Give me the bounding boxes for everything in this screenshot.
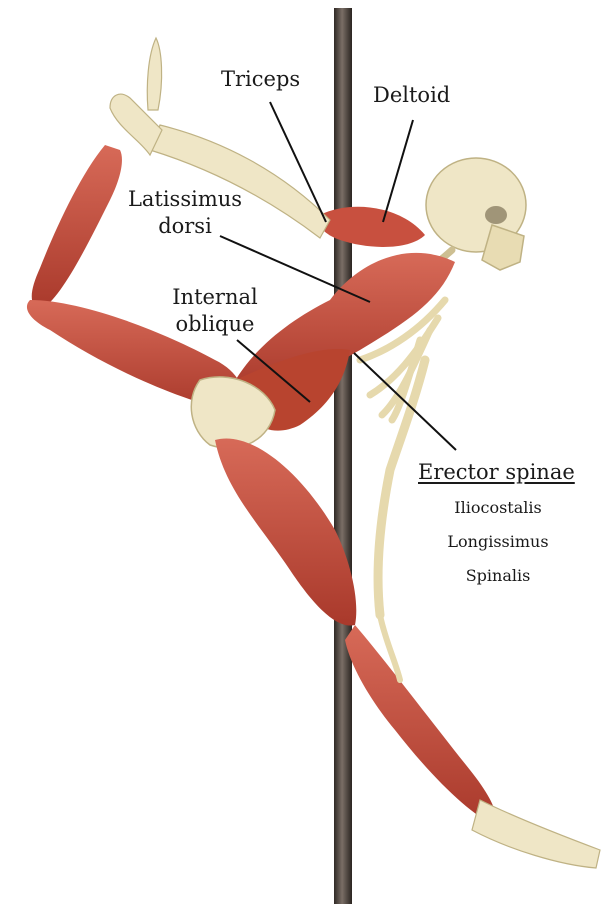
label-spinalis: Spinalis bbox=[428, 566, 568, 585]
label-erector-spinae: Erector spinae bbox=[418, 459, 575, 485]
label-longissimus: Longissimus bbox=[428, 532, 568, 551]
foot bbox=[472, 800, 600, 868]
front-calf bbox=[345, 625, 496, 825]
label-internal-oblique-line1: Internal bbox=[145, 284, 285, 310]
label-latissimus-line2: dorsi bbox=[115, 213, 255, 239]
label-latissimus-line1: Latissimus bbox=[115, 186, 255, 212]
skull bbox=[426, 158, 526, 270]
label-triceps: Triceps bbox=[221, 66, 300, 92]
label-internal-oblique-line2: oblique bbox=[145, 311, 285, 337]
hand bbox=[110, 38, 162, 155]
label-deltoid: Deltoid bbox=[373, 82, 450, 108]
deltoid-leader bbox=[383, 120, 413, 222]
label-iliocostalis: Iliocostalis bbox=[428, 498, 568, 517]
pole bbox=[334, 8, 352, 904]
back-calf bbox=[32, 145, 122, 310]
